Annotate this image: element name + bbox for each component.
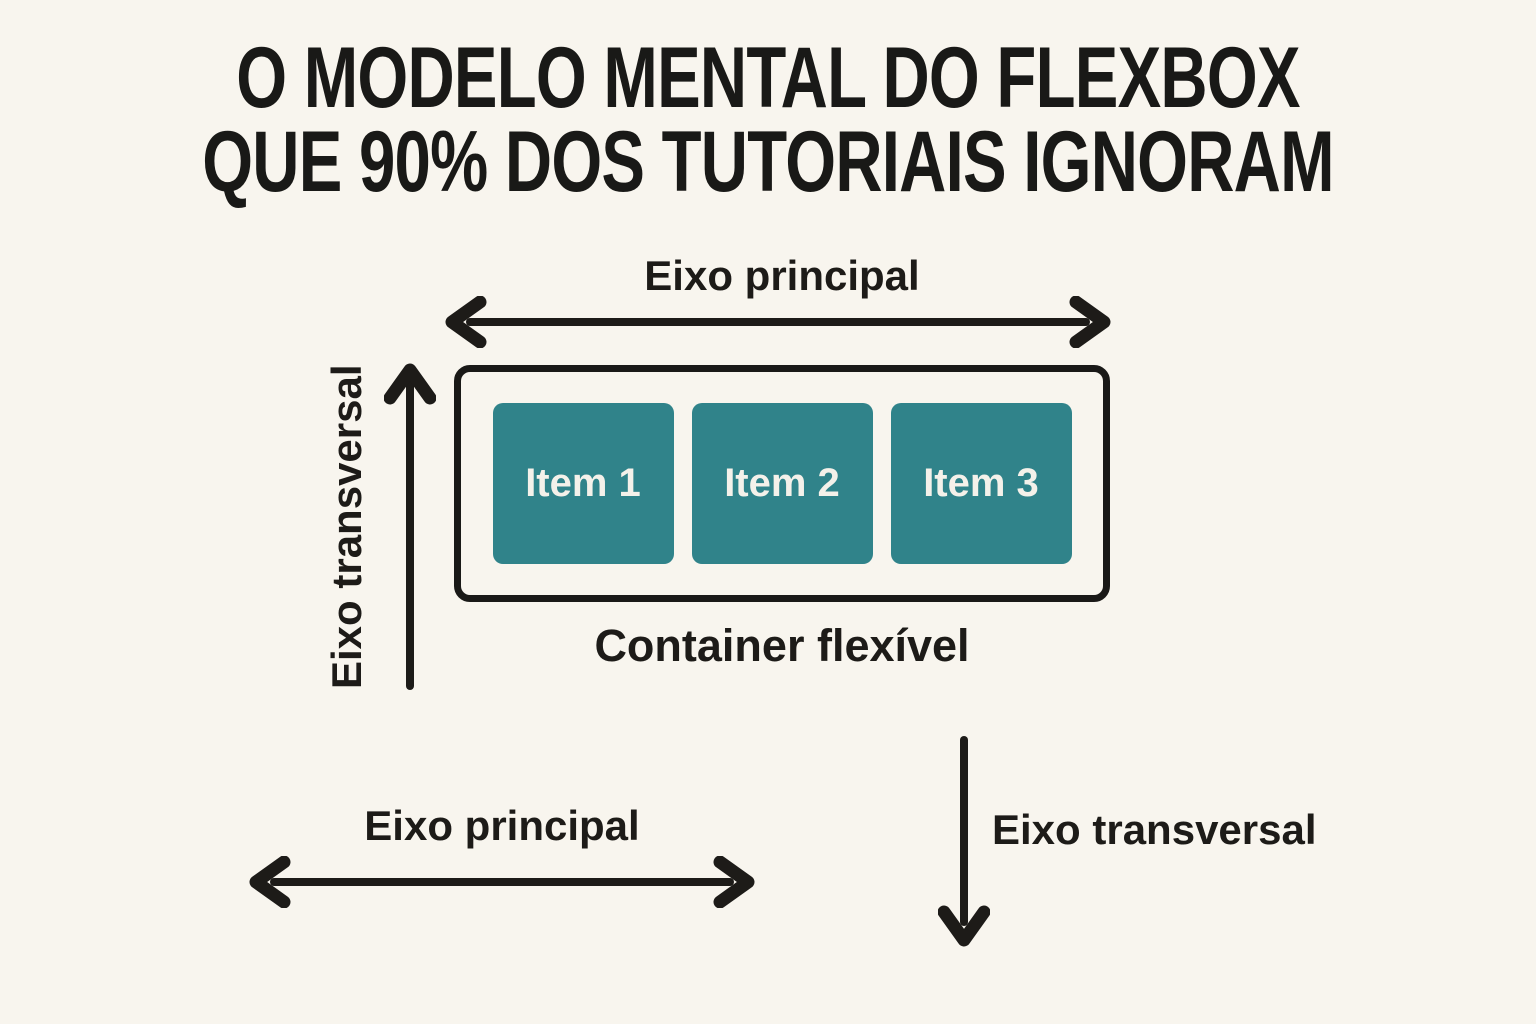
page-title: O MODELO MENTAL DO FLEXBOX QUE 90% DOS T… <box>184 30 1351 210</box>
flex-item-1: Item 1 <box>492 403 674 564</box>
cross-axis-left-label: Eixo transversal <box>323 364 370 690</box>
legend-main-axis-double-arrow-icon <box>246 856 758 908</box>
flex-item-2: Item 2 <box>691 403 873 564</box>
legend-cross-axis-label: Eixo transversal <box>992 806 1317 853</box>
page-title-line-1: O MODELO MENTAL DO FLEXBOX <box>236 30 1300 126</box>
legend-cross-axis-down-arrow-icon <box>938 736 990 948</box>
container-label: Container flexível <box>594 620 970 671</box>
main-axis-top-label: Eixo principal <box>644 252 920 299</box>
main-axis-double-arrow-icon <box>440 296 1116 348</box>
cross-axis-up-arrow-icon <box>384 356 436 694</box>
legend-main-axis-label: Eixo principal <box>364 802 640 849</box>
flex-item-3: Item 3 <box>890 403 1072 564</box>
flex-container-box: Item 1 Item 2 Item 3 <box>454 365 1110 602</box>
page-title-line-2: QUE 90% DOS TUTORIAIS IGNORAM <box>202 114 1334 210</box>
